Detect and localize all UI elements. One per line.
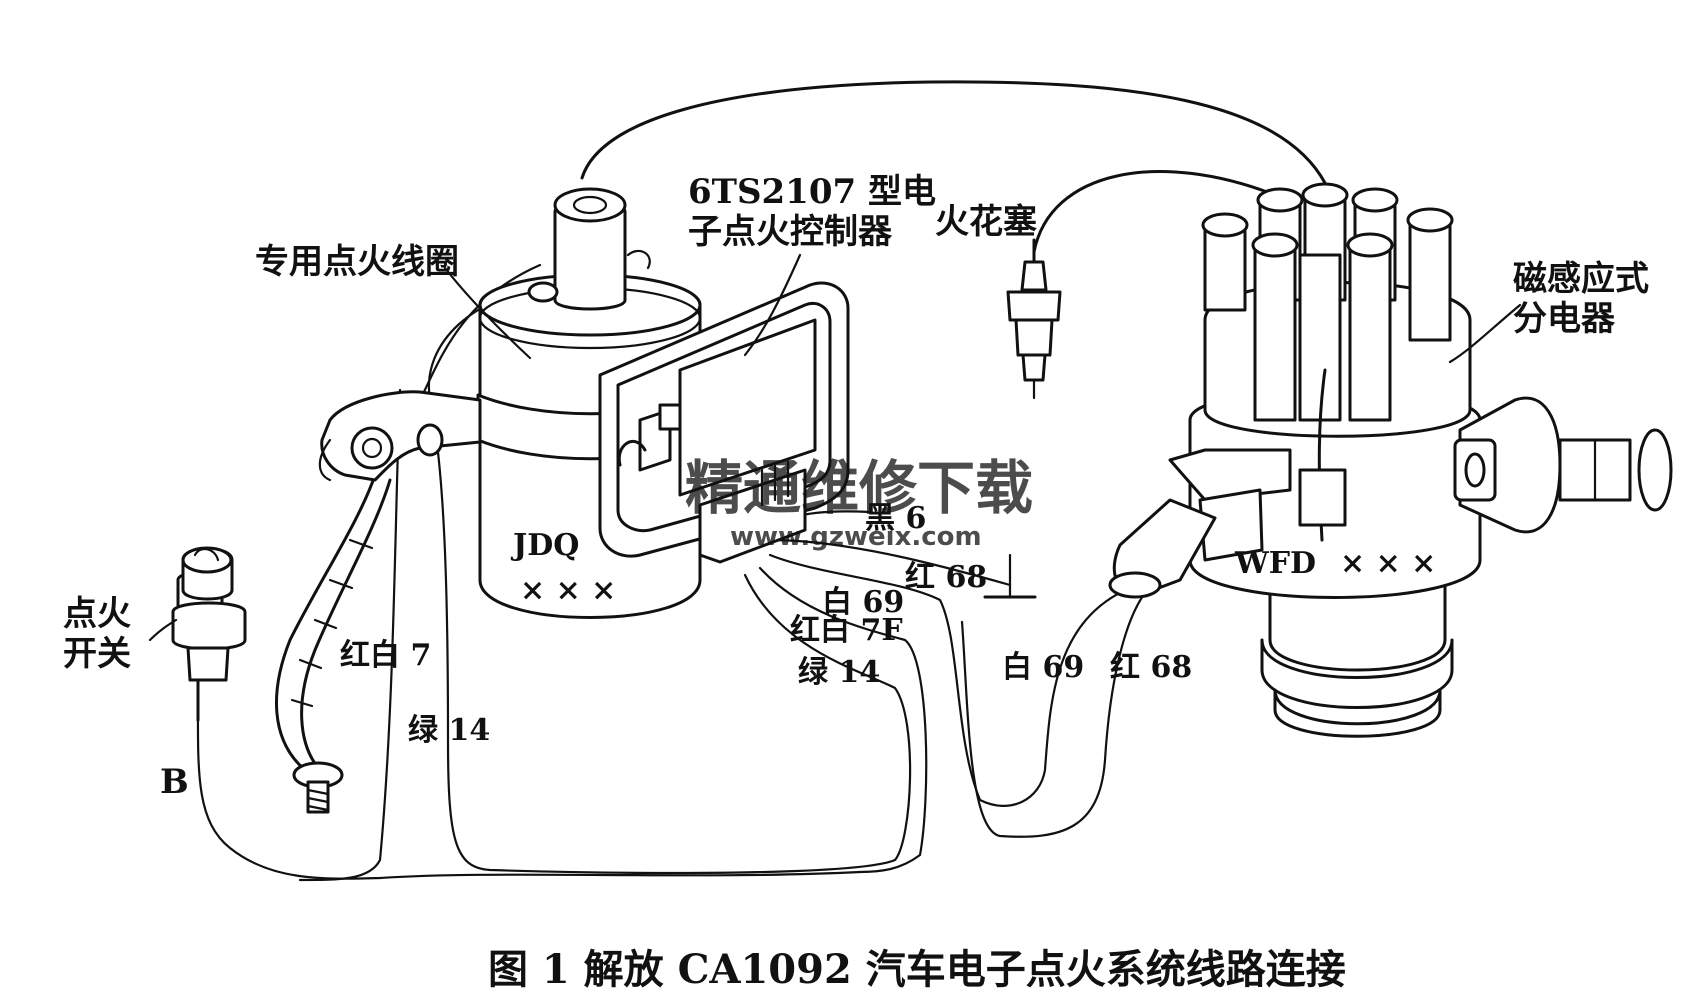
spark-plug-lead: [1032, 170, 1277, 254]
ground-strap-marks: [290, 538, 374, 708]
wire-red-white-7f: [758, 566, 928, 874]
wire-red-68: [768, 538, 1012, 587]
leader-controller: [743, 253, 802, 357]
label-controller-line2: 子点火控制器: [688, 212, 893, 252]
wire-label-white-69-top: 白 69: [822, 585, 904, 620]
figure-caption: 图 1 解放 CA1092 汽车电子点火系统线路连接: [488, 946, 1346, 993]
ht-lead-coil-to-distributor: [580, 80, 1327, 185]
wire-label-black-6: 黑 6: [865, 501, 926, 536]
ground-strap: [275, 473, 377, 772]
distributor: WFD × × ×: [1108, 182, 1673, 738]
label-distributor-line1: 磁感应式: [1513, 259, 1649, 299]
watermark-line2: www.gzweix.com: [730, 522, 982, 552]
wire-coil-to-bracket: [418, 263, 542, 402]
watermark-line1: 精通维修下载: [685, 454, 1033, 522]
ground-screw: [292, 761, 344, 814]
label-controller-line1: 6TS2107 型电: [688, 172, 936, 212]
wire-switch-harness: [196, 688, 862, 880]
label-distributor-line2: 分电器: [1513, 299, 1616, 339]
wire-red-68-loop: [960, 591, 1147, 838]
label-switch-line1: 点火: [63, 594, 131, 634]
wire-label-red-white-7f: 红白 7F: [790, 613, 903, 648]
label-coil: 专用点火线圈: [255, 242, 459, 282]
leader-lines: [148, 253, 1522, 642]
wire-label-red-68-top: 红 68: [905, 560, 987, 595]
ignition-switch: [171, 546, 247, 722]
wire-label-red-68-bottom: 红 68: [1110, 650, 1192, 685]
ignition-controller: [598, 281, 850, 564]
wire-label-green-14-left: 绿 14: [408, 713, 490, 748]
distributor-mark: WFD: [1234, 546, 1316, 581]
wire-labels: 黑 6 红 68 白 69 红白 7F 绿 14 红白 7 绿 14 白 69 …: [340, 501, 1192, 748]
controller-mount-lug: [617, 439, 647, 467]
label-switch-line2: 开关: [63, 634, 131, 674]
ground-strap-edge: [300, 478, 392, 772]
part-labels: 专用点火线圈 6TS2107 型电 子点火控制器 火花塞 磁感应式 分电器 点火…: [63, 172, 1649, 802]
spark-plug: [1006, 238, 1062, 400]
distributor-code: × × ×: [1340, 546, 1436, 581]
leader-switch: [148, 618, 178, 642]
coil-mark: JDQ: [510, 528, 579, 563]
wire-label-green-14-right: 绿 14: [798, 655, 880, 690]
wire-label-white-69-bottom: 白 69: [1002, 650, 1084, 685]
coil-code: × × ×: [520, 573, 616, 608]
label-spark-plug: 火花塞: [935, 202, 1037, 242]
watermark: 精通维修下载 www.gzweix.com: [685, 454, 1033, 552]
wire-label-red-white-7: 红白 7: [340, 638, 431, 673]
label-switch-terminal: B: [160, 762, 189, 802]
leader-distributor: [1448, 303, 1522, 364]
leader-coil: [443, 266, 532, 360]
distributor-towers: [1201, 182, 1454, 422]
